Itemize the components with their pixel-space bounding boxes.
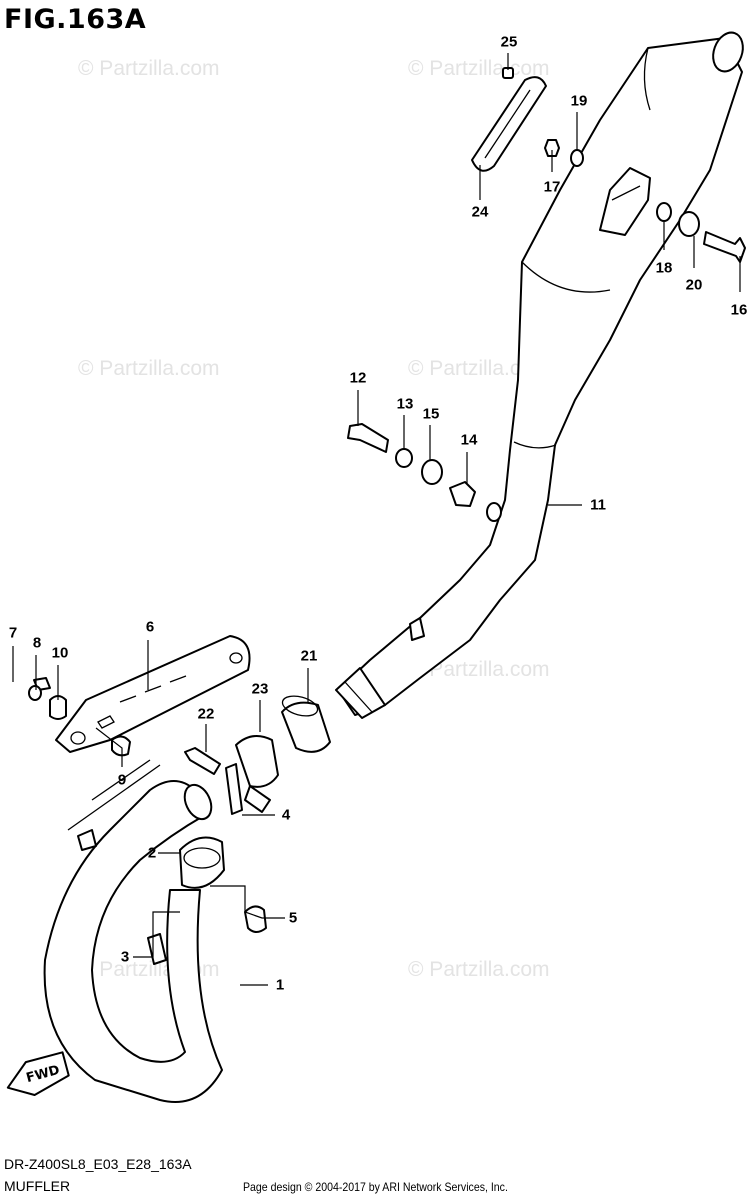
- callout-10[interactable]: 10: [51, 644, 69, 662]
- callout-8[interactable]: 8: [32, 634, 42, 652]
- hardware-left: [28, 677, 131, 757]
- callout-13[interactable]: 13: [396, 395, 414, 413]
- watermark: © Partzilla.com: [408, 958, 550, 981]
- figure-title: FIG.163A: [4, 4, 147, 35]
- hardware-middle: [347, 423, 476, 507]
- callout-15[interactable]: 15: [422, 405, 440, 423]
- hardware-upper: [502, 67, 746, 263]
- callout-11[interactable]: 11: [590, 496, 606, 514]
- bolt-3: [147, 933, 167, 965]
- callout-2[interactable]: 2: [147, 844, 157, 862]
- callout-19[interactable]: 19: [570, 92, 588, 110]
- section-name: MUFFLER: [4, 1178, 71, 1194]
- forward-arrow: [6, 1051, 70, 1096]
- callout-22[interactable]: 22: [197, 705, 215, 723]
- callout-4[interactable]: 4: [281, 806, 291, 824]
- callout-18[interactable]: 18: [655, 259, 673, 277]
- bracket-plate-6: [55, 635, 251, 753]
- watermark: © Partzilla.com: [78, 357, 220, 380]
- watermark: © Partzilla.com: [78, 57, 220, 80]
- callout-leader-lines: [12, 53, 741, 986]
- callout-1[interactable]: 1: [275, 976, 285, 994]
- callout-6[interactable]: 6: [145, 618, 155, 636]
- muffler-mount-bracket: [599, 167, 651, 236]
- stud-4: [225, 763, 243, 815]
- callout-7[interactable]: 7: [8, 624, 18, 642]
- nut-5: [244, 905, 267, 933]
- callout-25[interactable]: 25: [500, 33, 518, 51]
- callout-12[interactable]: 12: [349, 369, 367, 387]
- watermark: © Partzilla.com: [408, 658, 550, 681]
- clamp-23: [184, 735, 279, 813]
- page-credit: Page design © 2004-2017 by ARI Network S…: [243, 1180, 508, 1194]
- callout-16[interactable]: 16: [730, 301, 748, 319]
- watermark: © Partzilla.com: [408, 57, 550, 80]
- callout-9[interactable]: 9: [117, 771, 127, 789]
- callout-14[interactable]: 14: [460, 431, 478, 449]
- watermark: © Partzilla.com: [408, 357, 550, 380]
- exhaust-pipe: [43, 780, 225, 1103]
- callout-17[interactable]: 17: [543, 178, 561, 196]
- diagram-code: DR-Z400SL8_E03_E28_163A: [4, 1156, 192, 1172]
- callout-20[interactable]: 20: [685, 276, 703, 294]
- callout-3[interactable]: 3: [120, 948, 130, 966]
- muffler-body: [335, 31, 744, 719]
- strap-24: [471, 76, 547, 172]
- callout-21[interactable]: 21: [300, 647, 318, 665]
- gasket-21: [281, 695, 331, 753]
- callout-23[interactable]: 23: [251, 680, 269, 698]
- callout-5[interactable]: 5: [288, 909, 298, 927]
- callout-24[interactable]: 24: [471, 203, 489, 221]
